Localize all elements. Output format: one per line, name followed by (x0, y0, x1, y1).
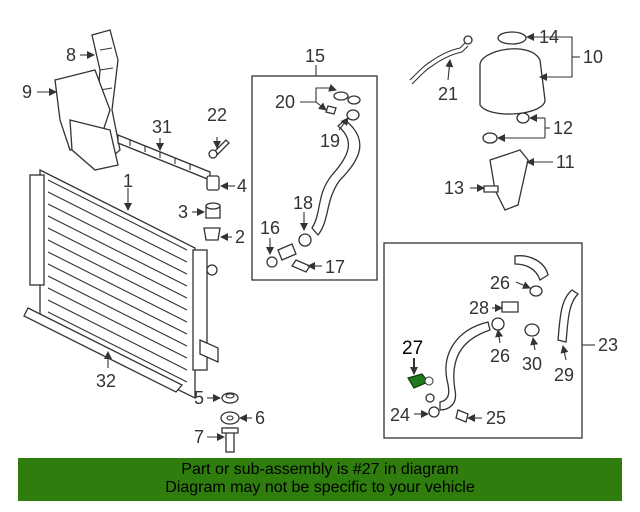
callout-25: 25 (486, 408, 506, 428)
callout-19: 19 (320, 131, 340, 151)
parts-diagram: 1 2 3 4 5 6 7 8 9 10 11 12 13 14 15 16 1… (22, 27, 618, 453)
air-guide-part-9 (54, 69, 119, 171)
callout-15: 15 (305, 46, 325, 66)
expansion-tank-part-10 (479, 31, 546, 115)
callout-16: 16 (260, 218, 280, 238)
hose-group-box-23 (383, 242, 583, 439)
callout-31: 31 (152, 117, 172, 137)
highlighted-part-27 (407, 373, 434, 389)
grommet-part-5 (221, 392, 239, 404)
callout-32: 32 (96, 371, 116, 391)
cap-part-12 (482, 112, 530, 144)
callout-28: 28 (469, 298, 489, 318)
callout-5: 5 (194, 388, 204, 408)
callout-30: 30 (522, 354, 542, 374)
bracket-part-11 (489, 149, 529, 211)
hose-group-box-15 (251, 75, 378, 281)
callout-23: 23 (598, 335, 618, 355)
callout-22: 22 (207, 105, 227, 125)
callout-14: 14 (539, 27, 559, 47)
callout-8: 8 (66, 45, 76, 65)
callout-7: 7 (194, 427, 204, 447)
callout-21: 21 (438, 84, 458, 104)
callout-20: 20 (275, 92, 295, 112)
callout-4: 4 (237, 176, 247, 196)
hose-part-21 (409, 35, 473, 85)
callout-1: 1 (123, 171, 133, 191)
clip-part-22 (208, 139, 230, 159)
mount-part-3 (205, 202, 221, 219)
banner-line-part-number: Part or sub-assembly is #27 in diagram (181, 461, 459, 478)
bolt-part-13 (483, 185, 499, 193)
callout-3: 3 (178, 202, 188, 222)
mount-part-4 (206, 175, 220, 191)
banner-line-disclaimer: Diagram may not be specific to your vehi… (165, 479, 475, 496)
callout-12: 12 (553, 118, 573, 138)
washer-part-6 (220, 411, 240, 425)
seal-part-32 (23, 307, 184, 393)
callout-9: 9 (22, 82, 32, 102)
bolt-part-7 (221, 427, 239, 453)
callout-10: 10 (583, 47, 603, 67)
leader-lines (37, 33, 595, 441)
callout-24: 24 (390, 405, 410, 425)
callout-11: 11 (556, 152, 575, 172)
callout-26-lower: 26 (490, 346, 510, 366)
callout-2: 2 (235, 227, 245, 247)
callout-6: 6 (255, 408, 265, 428)
mount-part-2 (203, 227, 221, 241)
callout-labels: 1 2 3 4 5 6 7 8 9 10 11 12 13 14 15 16 1… (22, 27, 618, 447)
callout-13: 13 (444, 178, 464, 198)
callout-27: 27 (402, 338, 423, 359)
callout-26-upper: 26 (490, 273, 510, 293)
callout-29: 29 (554, 365, 574, 385)
info-banner: Part or sub-assembly is #27 in diagram D… (18, 458, 622, 501)
callout-18: 18 (293, 193, 313, 213)
callout-17: 17 (325, 257, 345, 277)
